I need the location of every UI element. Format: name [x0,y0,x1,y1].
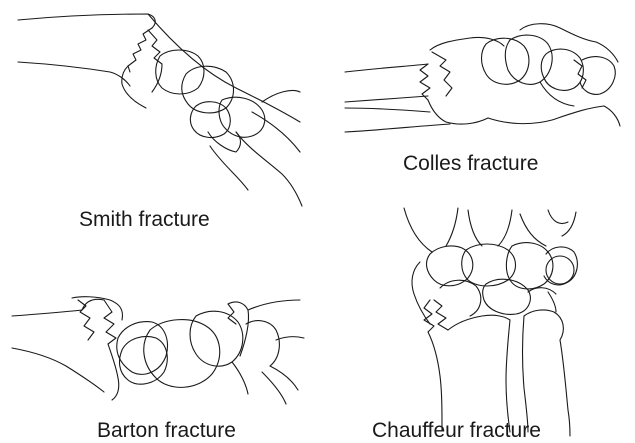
colles-fracture-caption: Colles fracture [403,153,538,174]
smith-fracture-caption: Smith fracture [79,209,210,230]
chauffeur-fracture-caption: Chauffeur fracture [372,420,541,441]
barton-fracture-caption: Barton fracture [97,420,236,441]
